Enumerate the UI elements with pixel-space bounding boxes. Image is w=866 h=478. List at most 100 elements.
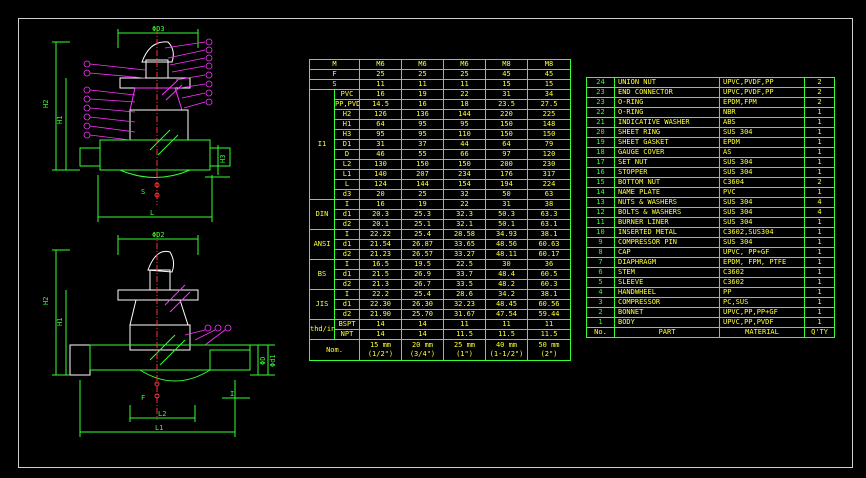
parts-header-cell: Q'TY (804, 327, 835, 338)
spec-value-cell: 150 (485, 129, 528, 140)
part-number: 23 (586, 97, 615, 108)
spec-value-cell: 150 (485, 119, 528, 130)
spec-value-cell: 14.5 (359, 99, 402, 110)
part-quantity: 1 (804, 277, 835, 288)
part-quantity: 2 (804, 97, 835, 108)
spec-value-cell: 33.5 (443, 279, 486, 290)
spec-value-cell: 21.90 (359, 309, 402, 320)
part-material: UPVC,PVDF,PP (719, 77, 805, 88)
spec-value-cell: 25 (443, 69, 486, 80)
dim-h2-lower: H2 (42, 297, 50, 305)
part-number: 21 (586, 117, 615, 128)
spec-value-cell: 44 (443, 139, 486, 150)
part-name: HANDWHEEL (614, 287, 720, 298)
spec-value-cell: 95 (359, 129, 402, 140)
spec-value-cell: 11 (527, 319, 571, 330)
part-name: NAME PLATE (614, 187, 720, 198)
dim-h1-upper: H1 (56, 116, 64, 124)
spec-nominal-size: 40 mm(1-1/2") (485, 339, 528, 361)
spec-value-cell: 33.27 (443, 249, 486, 260)
part-number: 11 (586, 217, 615, 228)
spec-value-cell: 26.30 (401, 299, 444, 310)
part-number: 23 (586, 87, 615, 98)
dim-l-label: L (150, 209, 154, 217)
nominal-inch: (1-1/2") (489, 350, 524, 358)
spec-value-cell: 25.70 (401, 309, 444, 320)
spec-value-cell: 60.56 (527, 299, 571, 310)
spec-value-cell: 50.1 (485, 219, 528, 230)
part-number: 6 (586, 267, 615, 278)
spec-header-cell: M8 (527, 59, 571, 70)
parts-header-cell: MATERIAL (719, 327, 805, 338)
part-name: BOLTS & WASHERS (614, 207, 720, 218)
spec-value-cell: 16 (359, 89, 402, 100)
spec-value-cell: 194 (485, 179, 528, 190)
spec-value-cell: 50.3 (485, 209, 528, 220)
spec-value-cell: 34.93 (485, 229, 528, 240)
part-name: SET NUT (614, 157, 720, 168)
part-number: 4 (586, 287, 615, 298)
part-quantity: 1 (804, 247, 835, 258)
part-material: UPVC, PP+GF (719, 247, 805, 258)
spec-value-cell: 95 (401, 129, 444, 140)
spec-sub-cell: PVC (334, 89, 360, 100)
spec-value-cell: 36 (527, 259, 571, 270)
part-number: 5 (586, 277, 615, 288)
spec-header-cell: M (309, 59, 360, 70)
part-quantity: 4 (804, 207, 835, 218)
part-number: 10 (586, 227, 615, 238)
nominal-inch: (1") (456, 350, 473, 358)
part-quantity: 1 (804, 107, 835, 118)
spec-value-cell: 25.4 (401, 229, 444, 240)
spec-group-cell: thd/in (309, 319, 335, 340)
spec-value-cell: 48.56 (485, 239, 528, 250)
part-number: 3 (586, 297, 615, 308)
spec-value-cell: 11 (401, 79, 444, 90)
spec-value-cell: 20 (359, 189, 402, 200)
spec-value-cell: 200 (485, 159, 528, 170)
part-number: 9 (586, 237, 615, 248)
spec-value-cell: 34.2 (485, 289, 528, 300)
spec-value-cell: 148 (527, 119, 571, 130)
spec-value-cell: 11.5 (443, 329, 486, 340)
part-material: C3602 (719, 267, 805, 278)
spec-value-cell: 31.67 (443, 309, 486, 320)
part-quantity: 1 (804, 147, 835, 158)
part-number: 24 (586, 77, 615, 88)
spec-value-cell: 176 (485, 169, 528, 180)
spec-value-cell: 32.3 (443, 209, 486, 220)
spec-value-cell: 97 (485, 149, 528, 160)
spec-sub-cell: d1 (334, 209, 360, 220)
spec-value-cell: 11 (485, 319, 528, 330)
spec-value-cell: 60.63 (527, 239, 571, 250)
part-name: COMPRESSOR (614, 297, 720, 308)
part-number: 16 (586, 167, 615, 178)
spec-value-cell: 32 (443, 189, 486, 200)
spec-value-cell: 16 (401, 99, 444, 110)
part-quantity: 1 (804, 307, 835, 318)
part-number: 18 (586, 147, 615, 158)
spec-value-cell: 19.5 (401, 259, 444, 270)
spec-value-cell: 26.57 (401, 249, 444, 260)
upper-valve-view (52, 28, 231, 222)
spec-value-cell: 95 (443, 119, 486, 130)
spec-value-cell: 26.87 (401, 239, 444, 250)
spec-sub-cell: I (334, 289, 360, 300)
